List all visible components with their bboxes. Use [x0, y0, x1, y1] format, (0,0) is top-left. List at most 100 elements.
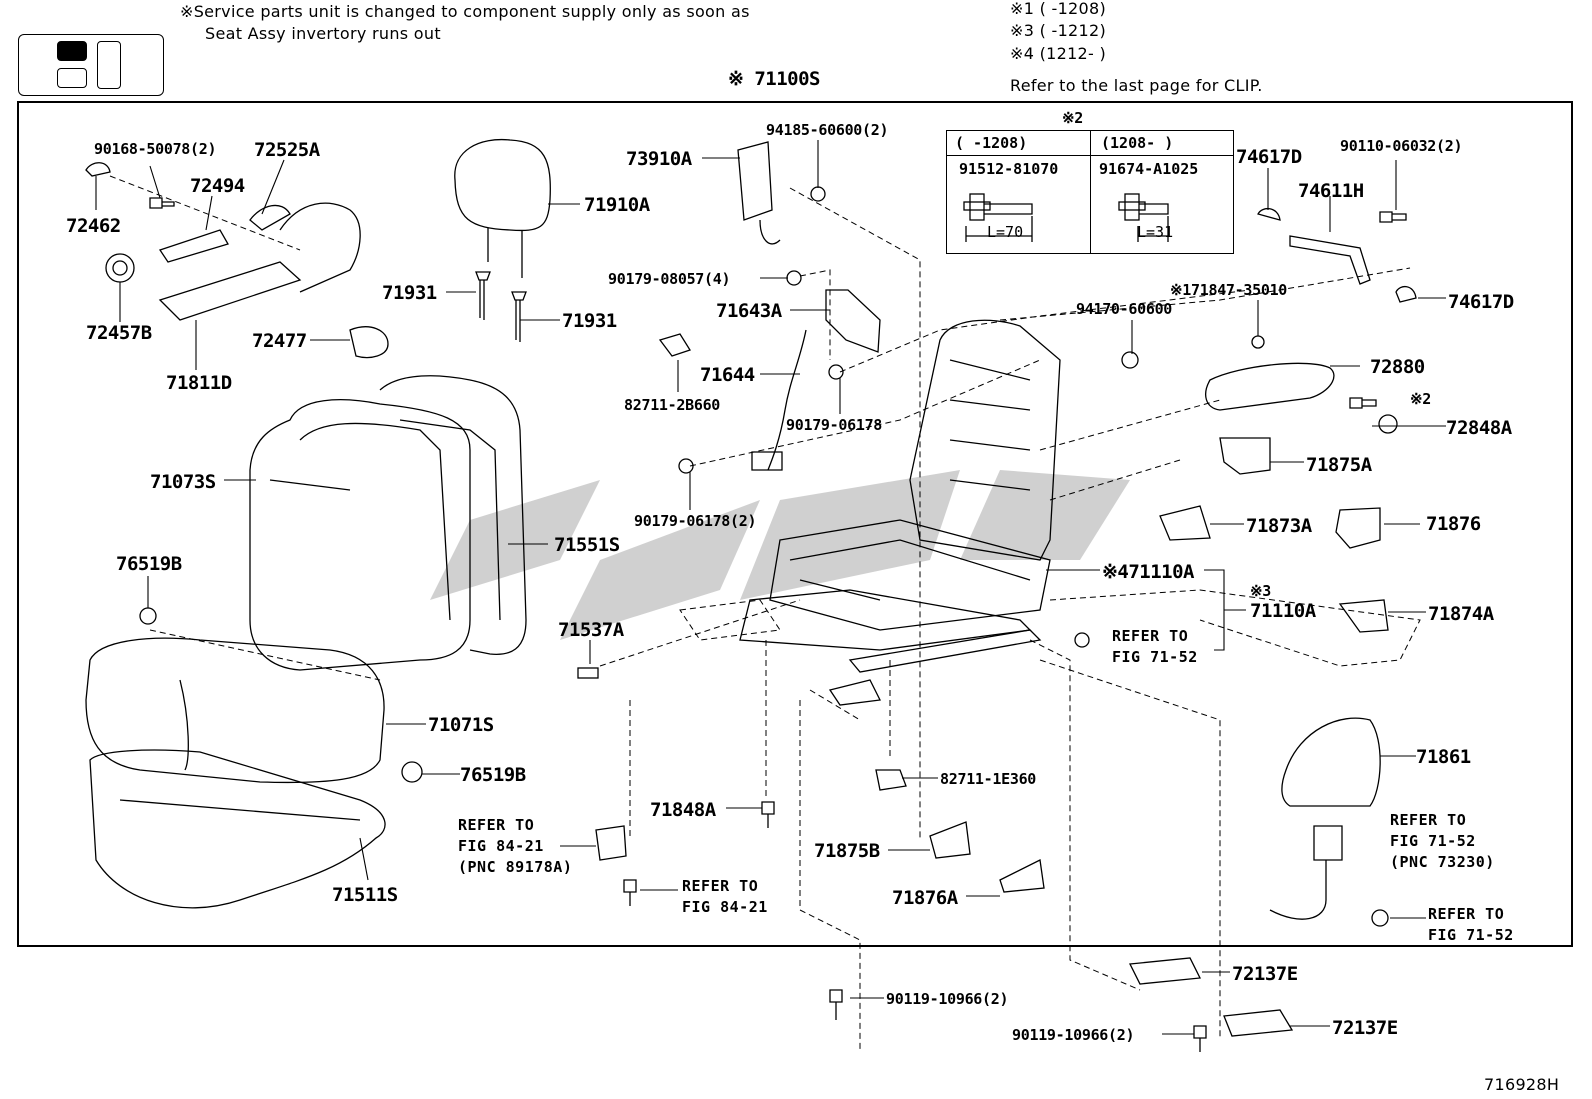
- refer-label: REFER TO: [458, 816, 535, 834]
- part-90179-06178[interactable]: 90179-06178: [786, 416, 883, 434]
- part-94170-60600[interactable]: 94170-60600: [1076, 300, 1173, 318]
- part-71511S[interactable]: 71511S: [332, 884, 398, 906]
- date-note-1: ※1 ( -1208): [1010, 0, 1107, 18]
- screw-icon: [149, 197, 175, 209]
- refer-figure: FIG 84-21: [682, 898, 768, 916]
- buckle-icon: [1269, 825, 1343, 920]
- part-71875B[interactable]: 71875B: [814, 840, 880, 862]
- part-90179-06178-2[interactable]: 90179-06178(2): [634, 512, 757, 530]
- part-71644[interactable]: 71644: [700, 364, 755, 386]
- part-72137E-upper[interactable]: 72137E: [1232, 963, 1298, 985]
- part-94185-60600[interactable]: 94185-60600(2): [766, 121, 889, 139]
- bolt-col2-range: (1208- ): [1101, 134, 1174, 152]
- clip-icon: [349, 326, 389, 359]
- refer-figure: FIG 71-52: [1112, 648, 1198, 666]
- part-71848A[interactable]: 71848A: [650, 799, 716, 821]
- seatbelt-guide-icon: [1289, 235, 1371, 285]
- part-90179-08057[interactable]: 90179-08057(4): [608, 270, 731, 288]
- part-star2-bolt[interactable]: ※2: [1410, 390, 1431, 408]
- refer-fig-71-52-bottom[interactable]: REFER TO FIG 71-52: [1428, 904, 1514, 946]
- part-71811D[interactable]: 71811D: [166, 372, 232, 394]
- part-76519B-upper[interactable]: 76519B: [116, 553, 182, 575]
- diagram-frame: [17, 101, 1573, 947]
- part-71073S[interactable]: 71073S: [150, 471, 216, 493]
- legend-tall-rect-icon: [97, 41, 121, 89]
- clip-note: Refer to the last page for CLIP.: [1010, 76, 1263, 95]
- bolt-table: ( -1208) (1208- ) 91512-81070 91674-A102…: [946, 130, 1234, 254]
- service-note-line2: Seat Assy invertory runs out: [205, 24, 441, 43]
- part-72477[interactable]: 72477: [252, 330, 307, 352]
- part-72494[interactable]: 72494: [190, 175, 245, 197]
- part-90119-10966-right[interactable]: 90119-10966(2): [1012, 1026, 1135, 1044]
- wire-harness-icon: [767, 329, 807, 471]
- view-legend[interactable]: [18, 34, 164, 96]
- part-82711-2B660[interactable]: 82711-2B660: [624, 396, 721, 414]
- part-71931-left[interactable]: 71931: [382, 282, 437, 304]
- part-71861[interactable]: 71861: [1416, 746, 1471, 768]
- part-90119-10966-left[interactable]: 90119-10966(2): [886, 990, 1009, 1008]
- refer-fig-71-52-right[interactable]: REFER TO FIG 71-52 (PNC 73230): [1390, 810, 1495, 873]
- connector-icon: [751, 451, 783, 471]
- seatback-cover-icon: [249, 399, 471, 671]
- sensor-bracket-icon: [825, 289, 881, 353]
- part-74617D-right[interactable]: 74617D: [1448, 291, 1514, 313]
- refer-label: REFER TO: [1390, 811, 1467, 829]
- part-82711-1E360[interactable]: 82711-1E360: [940, 770, 1037, 788]
- part-71643A[interactable]: 71643A: [716, 300, 782, 322]
- part-73910A[interactable]: 73910A: [626, 148, 692, 170]
- refer-fig-71-52-mid[interactable]: REFER TO FIG 71-52: [1112, 626, 1198, 668]
- legend-square-icon: [57, 68, 87, 88]
- nut-icon: [678, 186, 1398, 927]
- bolt-col2-part[interactable]: 91674-A1025: [1099, 160, 1199, 178]
- seat-cushion-frame-icon: [769, 519, 1051, 631]
- refer-label: REFER TO: [682, 877, 759, 895]
- refer-figure: FIG 71-52: [1390, 832, 1476, 850]
- part-71110A-star4[interactable]: ※471110A: [1102, 561, 1195, 583]
- seat-track-rail-icon: [739, 589, 1042, 706]
- bracket-icon: [658, 333, 691, 357]
- part-71873A[interactable]: 71873A: [1246, 515, 1312, 537]
- side-airbag-icon: [737, 141, 781, 245]
- bolt-col1-range: ( -1208): [955, 134, 1028, 152]
- part-71875A[interactable]: 71875A: [1306, 454, 1372, 476]
- date-note-3: ※3 ( -1212): [1010, 21, 1107, 40]
- refer-fig-84-21-a[interactable]: REFER TO FIG 84-21 (PNC 89178A): [458, 815, 572, 878]
- dashed-alignment-lines: [109, 175, 1421, 1050]
- watermark-logo: [430, 470, 1130, 640]
- cap-icon-right: [1257, 208, 1417, 303]
- part-71931-right[interactable]: 71931: [562, 310, 617, 332]
- part-71110A[interactable]: 71110A: [1250, 600, 1316, 622]
- refer-fig-84-21-b[interactable]: REFER TO FIG 84-21: [682, 876, 768, 918]
- part-71876[interactable]: 71876: [1426, 513, 1481, 535]
- part-72525A[interactable]: 72525A: [254, 139, 320, 161]
- assembly-label: ※ 71100S: [728, 68, 821, 90]
- part-72880[interactable]: 72880: [1370, 356, 1425, 378]
- part-71876A[interactable]: 71876A: [892, 887, 958, 909]
- cap-icon: [85, 162, 111, 177]
- part-71071S[interactable]: 71071S: [428, 714, 494, 736]
- bolt-col1-part[interactable]: 91512-81070: [959, 160, 1059, 178]
- part-71910A[interactable]: 71910A: [584, 194, 650, 216]
- headrest-icon: [454, 138, 551, 278]
- bolt-icon: [963, 193, 1169, 242]
- part-71537A[interactable]: 71537A: [558, 619, 624, 641]
- part-90168-50078[interactable]: 90168-50078(2): [94, 140, 217, 158]
- seat-cushion-cover-icon: [85, 637, 385, 784]
- part-72462[interactable]: 72462: [66, 215, 121, 237]
- part-71551S[interactable]: 71551S: [554, 534, 620, 556]
- floor-cover-icon: [1128, 957, 1294, 1037]
- part-90110-06032[interactable]: 90110-06032(2): [1340, 137, 1463, 155]
- part-72848A[interactable]: 72848A: [1446, 417, 1512, 439]
- part-71874A[interactable]: 71874A: [1428, 603, 1494, 625]
- service-note-line1: ※Service parts unit is changed to compon…: [180, 2, 750, 21]
- recliner-cover-icon: [158, 202, 361, 321]
- part-74617D-top[interactable]: 74617D: [1236, 146, 1302, 168]
- figure-code: 716928H: [1484, 1075, 1560, 1094]
- part-72457B[interactable]: 72457B: [86, 322, 152, 344]
- part-72137E-lower[interactable]: 72137E: [1332, 1017, 1398, 1039]
- part-74611H[interactable]: 74611H: [1298, 180, 1364, 202]
- refer-figure: FIG 71-52: [1428, 926, 1514, 944]
- part-171847-35010[interactable]: ※171847-35010: [1170, 281, 1288, 299]
- part-76519B-lower[interactable]: 76519B: [460, 764, 526, 786]
